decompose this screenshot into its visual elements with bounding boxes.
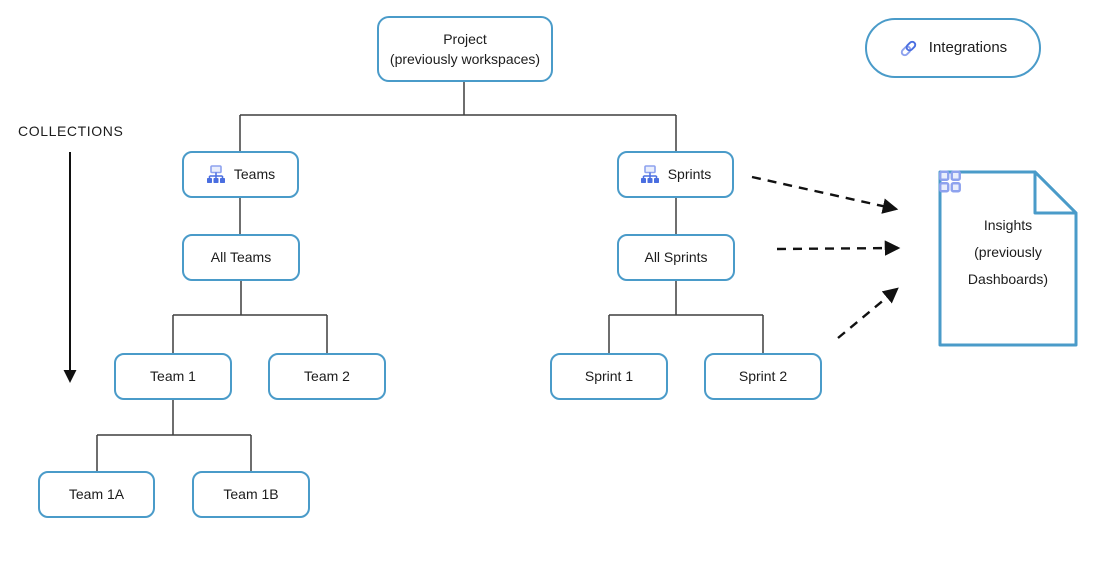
team1a-label: Team 1A bbox=[68, 486, 125, 503]
node-sprint1: Sprint 1 bbox=[550, 353, 668, 400]
node-all-teams: All Teams bbox=[182, 234, 300, 281]
node-team2: Team 2 bbox=[268, 353, 386, 400]
node-insights: Insights (previously Dashboards) bbox=[938, 170, 1078, 347]
team2-label: Team 2 bbox=[304, 368, 350, 385]
teams-label: Teams bbox=[233, 166, 276, 183]
connector-all-teams-to-teams bbox=[172, 281, 328, 353]
team1-label: Team 1 bbox=[150, 368, 196, 385]
connector-all-sprints-to-sprints bbox=[608, 281, 764, 353]
project-label-line1: Project bbox=[443, 30, 487, 47]
org-chart-icon bbox=[206, 165, 226, 184]
node-all-sprints: All Sprints bbox=[617, 234, 735, 281]
insights-label-line3: Dashboards) bbox=[967, 271, 1049, 287]
insights-label-line2: (previously bbox=[974, 244, 1042, 260]
team1b-label: Team 1B bbox=[223, 486, 279, 503]
org-chart-icon bbox=[640, 165, 660, 184]
node-sprint2: Sprint 2 bbox=[704, 353, 822, 400]
node-project: Project (previously workspaces) bbox=[377, 16, 553, 82]
sprint1-label: Sprint 1 bbox=[584, 368, 634, 385]
link-icon bbox=[899, 39, 918, 58]
all-teams-label: All Teams bbox=[210, 249, 272, 266]
node-team1: Team 1 bbox=[114, 353, 232, 400]
integrations-label: Integrations bbox=[928, 39, 1008, 57]
all-sprints-label: All Sprints bbox=[644, 249, 708, 266]
document-shape bbox=[938, 170, 1078, 347]
connector-project-to-teams-sprints bbox=[239, 82, 677, 151]
node-sprints: Sprints bbox=[617, 151, 734, 198]
collections-label: COLLECTIONS bbox=[18, 123, 124, 139]
sprint2-label: Sprint 2 bbox=[738, 368, 788, 385]
dashed-arrow-all-sprints-to-insights bbox=[776, 240, 901, 256]
sprints-label: Sprints bbox=[667, 166, 712, 183]
node-teams: Teams bbox=[182, 151, 299, 198]
node-team1b: Team 1B bbox=[192, 471, 310, 518]
connector-team1-to-subteams bbox=[96, 400, 252, 471]
project-label-line2: (previously workspaces) bbox=[389, 51, 541, 67]
insights-label-line1: Insights bbox=[983, 217, 1033, 233]
node-integrations: Integrations bbox=[865, 18, 1041, 78]
dashed-arrow-sprints-to-insights bbox=[751, 175, 899, 214]
dashed-arrow-sprint-items-to-insights bbox=[837, 287, 899, 339]
node-team1a: Team 1A bbox=[38, 471, 155, 518]
